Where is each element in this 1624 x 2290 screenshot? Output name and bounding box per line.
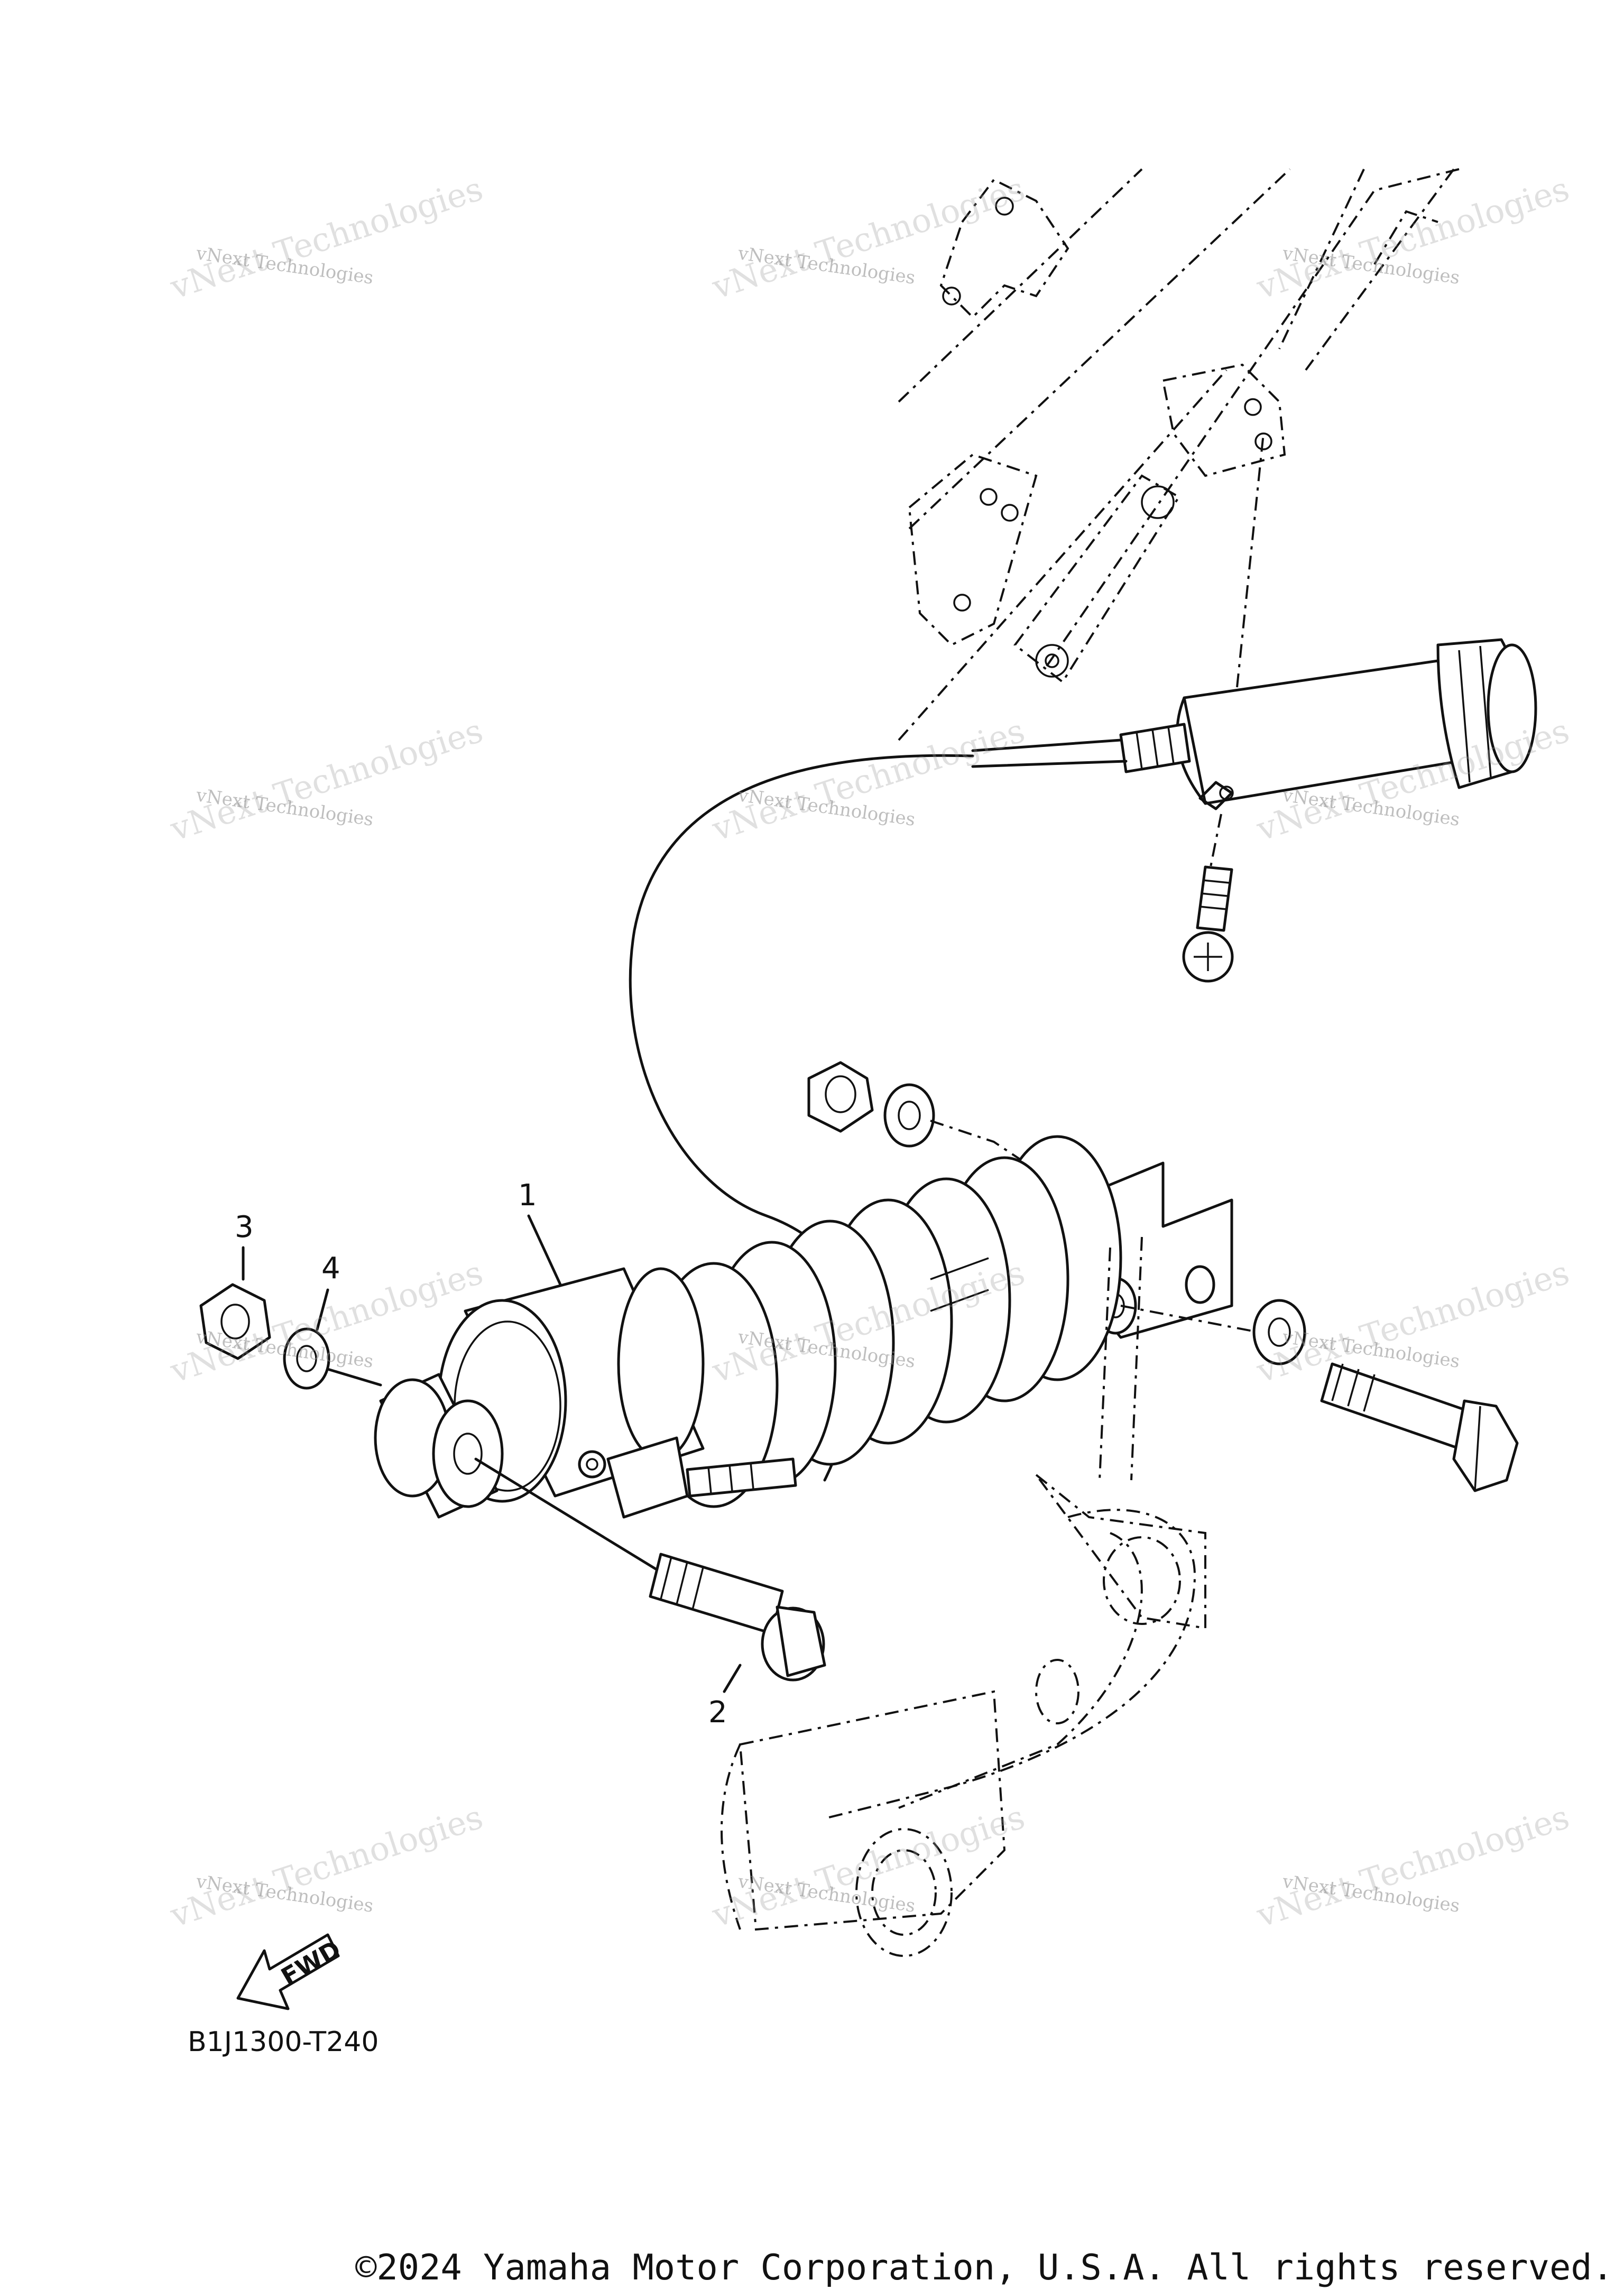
callout-4: 4 (316, 1251, 340, 1331)
callout-1: 1 (518, 1178, 562, 1286)
watermark: vNext Technologies vNext Technologies (707, 1797, 1029, 1935)
copyright-notice: ©2024 Yamaha Motor Corporation, U.S.A. A… (355, 2247, 1613, 2288)
watermark-line2: vNext Technologies (1252, 169, 1574, 307)
watermark: vNext Technologies vNext Technologies (165, 711, 487, 848)
watermark: vNext Technologies vNext Technologies (165, 169, 487, 307)
callout-2: 2 (708, 1664, 742, 1730)
callout-number-4: 4 (321, 1251, 340, 1286)
watermark: vNext Technologies vNext Technologies (1252, 169, 1574, 307)
shock-absorber (374, 1135, 1122, 1519)
upper-bolt (1252, 1299, 1519, 1492)
watermark-line2: vNext Technologies (707, 711, 1029, 848)
watermark-line2: vNext Technologies (165, 169, 487, 307)
watermark-line2: vNext Technologies (165, 1797, 487, 1935)
callout-number-3: 3 (235, 1210, 254, 1244)
relay-arm (721, 1236, 1206, 1957)
watermark-line2: vNext Technologies (1252, 1797, 1574, 1935)
watermark-line2: vNext Technologies (707, 1797, 1029, 1935)
diagram-code: B1J1300-T240 (188, 2026, 379, 2058)
upper-nut-washer (807, 1061, 1090, 1206)
reservoir-bolt (1182, 814, 1234, 983)
watermark: vNext Technologies vNext Technologies (707, 711, 1029, 848)
watermark-line2: vNext Technologies (707, 169, 1029, 307)
callout-number-2: 2 (708, 1695, 727, 1730)
watermark-line2: vNext Technologies (165, 711, 487, 848)
lower-washer (283, 1327, 382, 1390)
callout-number-1: 1 (518, 1178, 537, 1213)
watermark: vNext Technologies vNext Technologies (707, 169, 1029, 307)
shock-reservoir (971, 433, 1537, 810)
callout-3: 3 (235, 1210, 254, 1281)
lower-nut (199, 1283, 271, 1360)
watermark-grid: vNext Technologies vNext Technologies vN… (165, 169, 1574, 1935)
fwd-arrow: FWD (236, 1933, 346, 2010)
lower-bolt (474, 1457, 826, 1682)
watermark: vNext Technologies vNext Technologies (1252, 1797, 1574, 1935)
frame-outline (898, 168, 1460, 741)
watermark: vNext Technologies vNext Technologies (165, 1797, 487, 1935)
